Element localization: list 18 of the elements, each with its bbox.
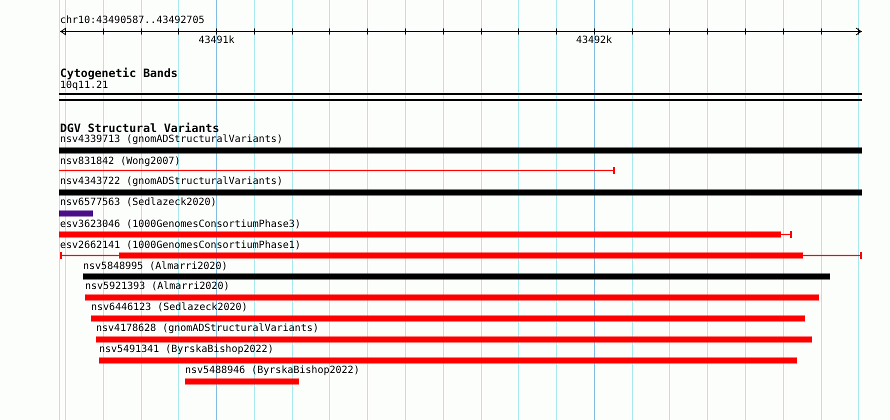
tick-label: 43492k xyxy=(576,35,612,47)
feature-label: nsv6577563 (Sedlazeck2020) xyxy=(60,197,217,209)
feature-label: nsv4178628 (gnomADStructuralVariants) xyxy=(96,323,319,335)
location-label: chr10:43490587..43492705 xyxy=(60,15,204,27)
tick-label: 43491k xyxy=(198,35,235,47)
band-label: 10q11.21 xyxy=(60,80,108,92)
track-title: Cytogenetic Bands xyxy=(60,66,178,80)
feature-label: nsv6446123 (Sedlazeck2020) xyxy=(91,302,248,314)
feature-label: nsv5848995 (Almarri2020) xyxy=(83,260,228,272)
feature-label: esv2662141 (1000GenomesConsortiumPhase1) xyxy=(60,240,301,252)
feature-label: nsv4339713 (gnomADStructuralVariants) xyxy=(60,134,283,146)
track-title: DGV Structural Variants xyxy=(60,121,220,135)
feature-label: nsv5491341 (ByrskaBishop2022) xyxy=(99,344,274,356)
feature-label: nsv4343722 (gnomADStructuralVariants) xyxy=(60,176,283,188)
feature-label: nsv5488946 (ByrskaBishop2022) xyxy=(185,365,360,377)
feature-label: esv3623046 (1000GenomesConsortiumPhase3) xyxy=(60,218,301,230)
feature-label: nsv5921393 (Almarri2020) xyxy=(85,281,230,293)
feature-label: nsv831842 (Wong2007) xyxy=(60,156,180,168)
